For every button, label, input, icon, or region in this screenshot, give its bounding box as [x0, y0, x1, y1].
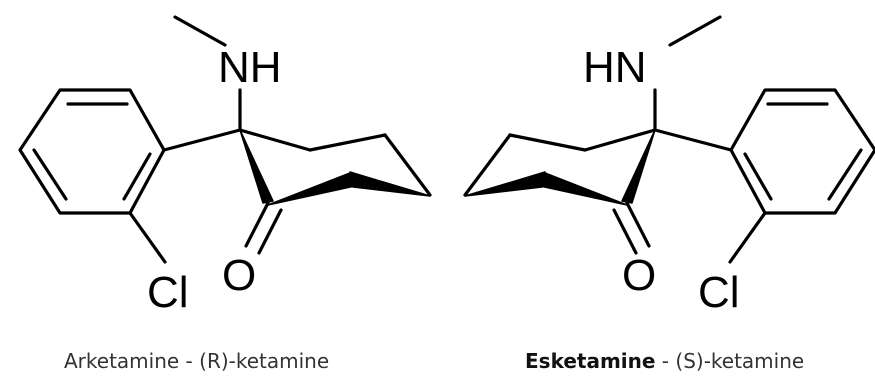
- esketamine-name: Esketamine: [525, 349, 656, 373]
- right-phenyl-ring: [729, 88, 875, 215]
- left-methyl-bond: [173, 15, 227, 47]
- right-ring-back-3: [463, 133, 512, 197]
- arketamine-name: Arketamine: [64, 349, 180, 373]
- right-cl-bond: [728, 211, 767, 264]
- right-aryl-bond: [653, 128, 733, 152]
- left-phenyl-double-bond-3: [122, 152, 152, 201]
- esketamine-descriptor: (S)-ketamine: [675, 349, 805, 373]
- left-oxygen-label: O: [222, 251, 256, 300]
- right-ring-back-1: [583, 128, 657, 152]
- left-phenyl-double-bond-2: [32, 148, 68, 201]
- left-chlorine-label: Cl: [147, 268, 189, 317]
- arketamine-separator: -: [179, 349, 200, 373]
- right-amine-label: HN: [583, 43, 647, 92]
- right-oxygen-label: O: [622, 251, 656, 300]
- esketamine-separator: -: [655, 349, 676, 373]
- left-wedge-bond-1: [239, 129, 274, 204]
- right-methyl-bond: [668, 15, 722, 47]
- left-aryl-bond: [162, 128, 242, 152]
- right-phenyl-double-bond-2: [827, 148, 863, 201]
- arketamine-descriptor: (R)-ketamine: [199, 349, 330, 373]
- left-ring-back-3: [383, 133, 432, 197]
- left-cl-bond: [128, 211, 167, 264]
- right-carbonyl-bond-1: [612, 208, 638, 255]
- right-wedge-bond-3: [464, 171, 546, 197]
- esketamine-structure: HN O Cl: [463, 15, 875, 317]
- left-wedge-bond-3: [349, 171, 431, 197]
- left-carbonyl-bond-1: [244, 201, 270, 248]
- right-ring-back-2: [508, 133, 587, 152]
- arketamine-caption: Arketamine - (R)-ketamine: [64, 349, 329, 373]
- right-wedge-bond-2: [539, 172, 628, 206]
- right-phenyl-double-bond-3: [743, 152, 773, 201]
- esketamine-caption: Esketamine - (S)-ketamine: [525, 349, 804, 373]
- right-wedge-bond-1: [621, 129, 656, 204]
- left-wedge-bond-2: [267, 172, 356, 206]
- arketamine-structure: NH O Cl: [18, 15, 432, 317]
- left-carbonyl-bond-2: [257, 208, 283, 255]
- left-ring-back-2: [308, 133, 387, 152]
- right-chlorine-label: Cl: [698, 268, 740, 317]
- left-ring-back-1: [238, 128, 312, 152]
- left-phenyl-ring: [18, 88, 166, 215]
- left-amine-label: NH: [218, 43, 282, 92]
- right-carbonyl-bond-2: [625, 201, 651, 248]
